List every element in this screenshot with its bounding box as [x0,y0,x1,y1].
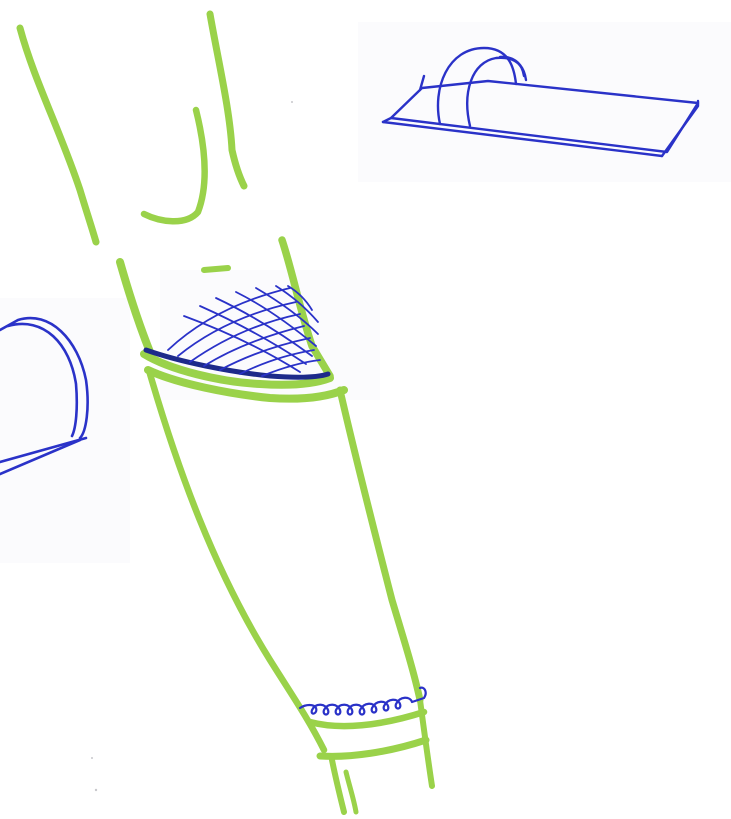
thigh-right-outline [210,14,244,186]
ankle-inner-line [346,772,356,812]
paper-patch-left [0,298,130,563]
thigh-left-outline [20,28,96,242]
speck-1 [95,789,97,791]
sleeve-right-outline [340,390,420,700]
ankle-left-outline [332,760,344,812]
speck-3 [291,101,293,103]
sleeve-left-outline [150,374,324,750]
knee-cap-curve [144,110,205,221]
stitch-loop-path [300,688,426,715]
stitch-loop-line [300,688,426,715]
knee-dash [204,268,228,270]
speck-2 [91,757,93,759]
sleeve-bottom-band-lower [320,740,426,756]
paper-patch-top-right [358,22,731,182]
